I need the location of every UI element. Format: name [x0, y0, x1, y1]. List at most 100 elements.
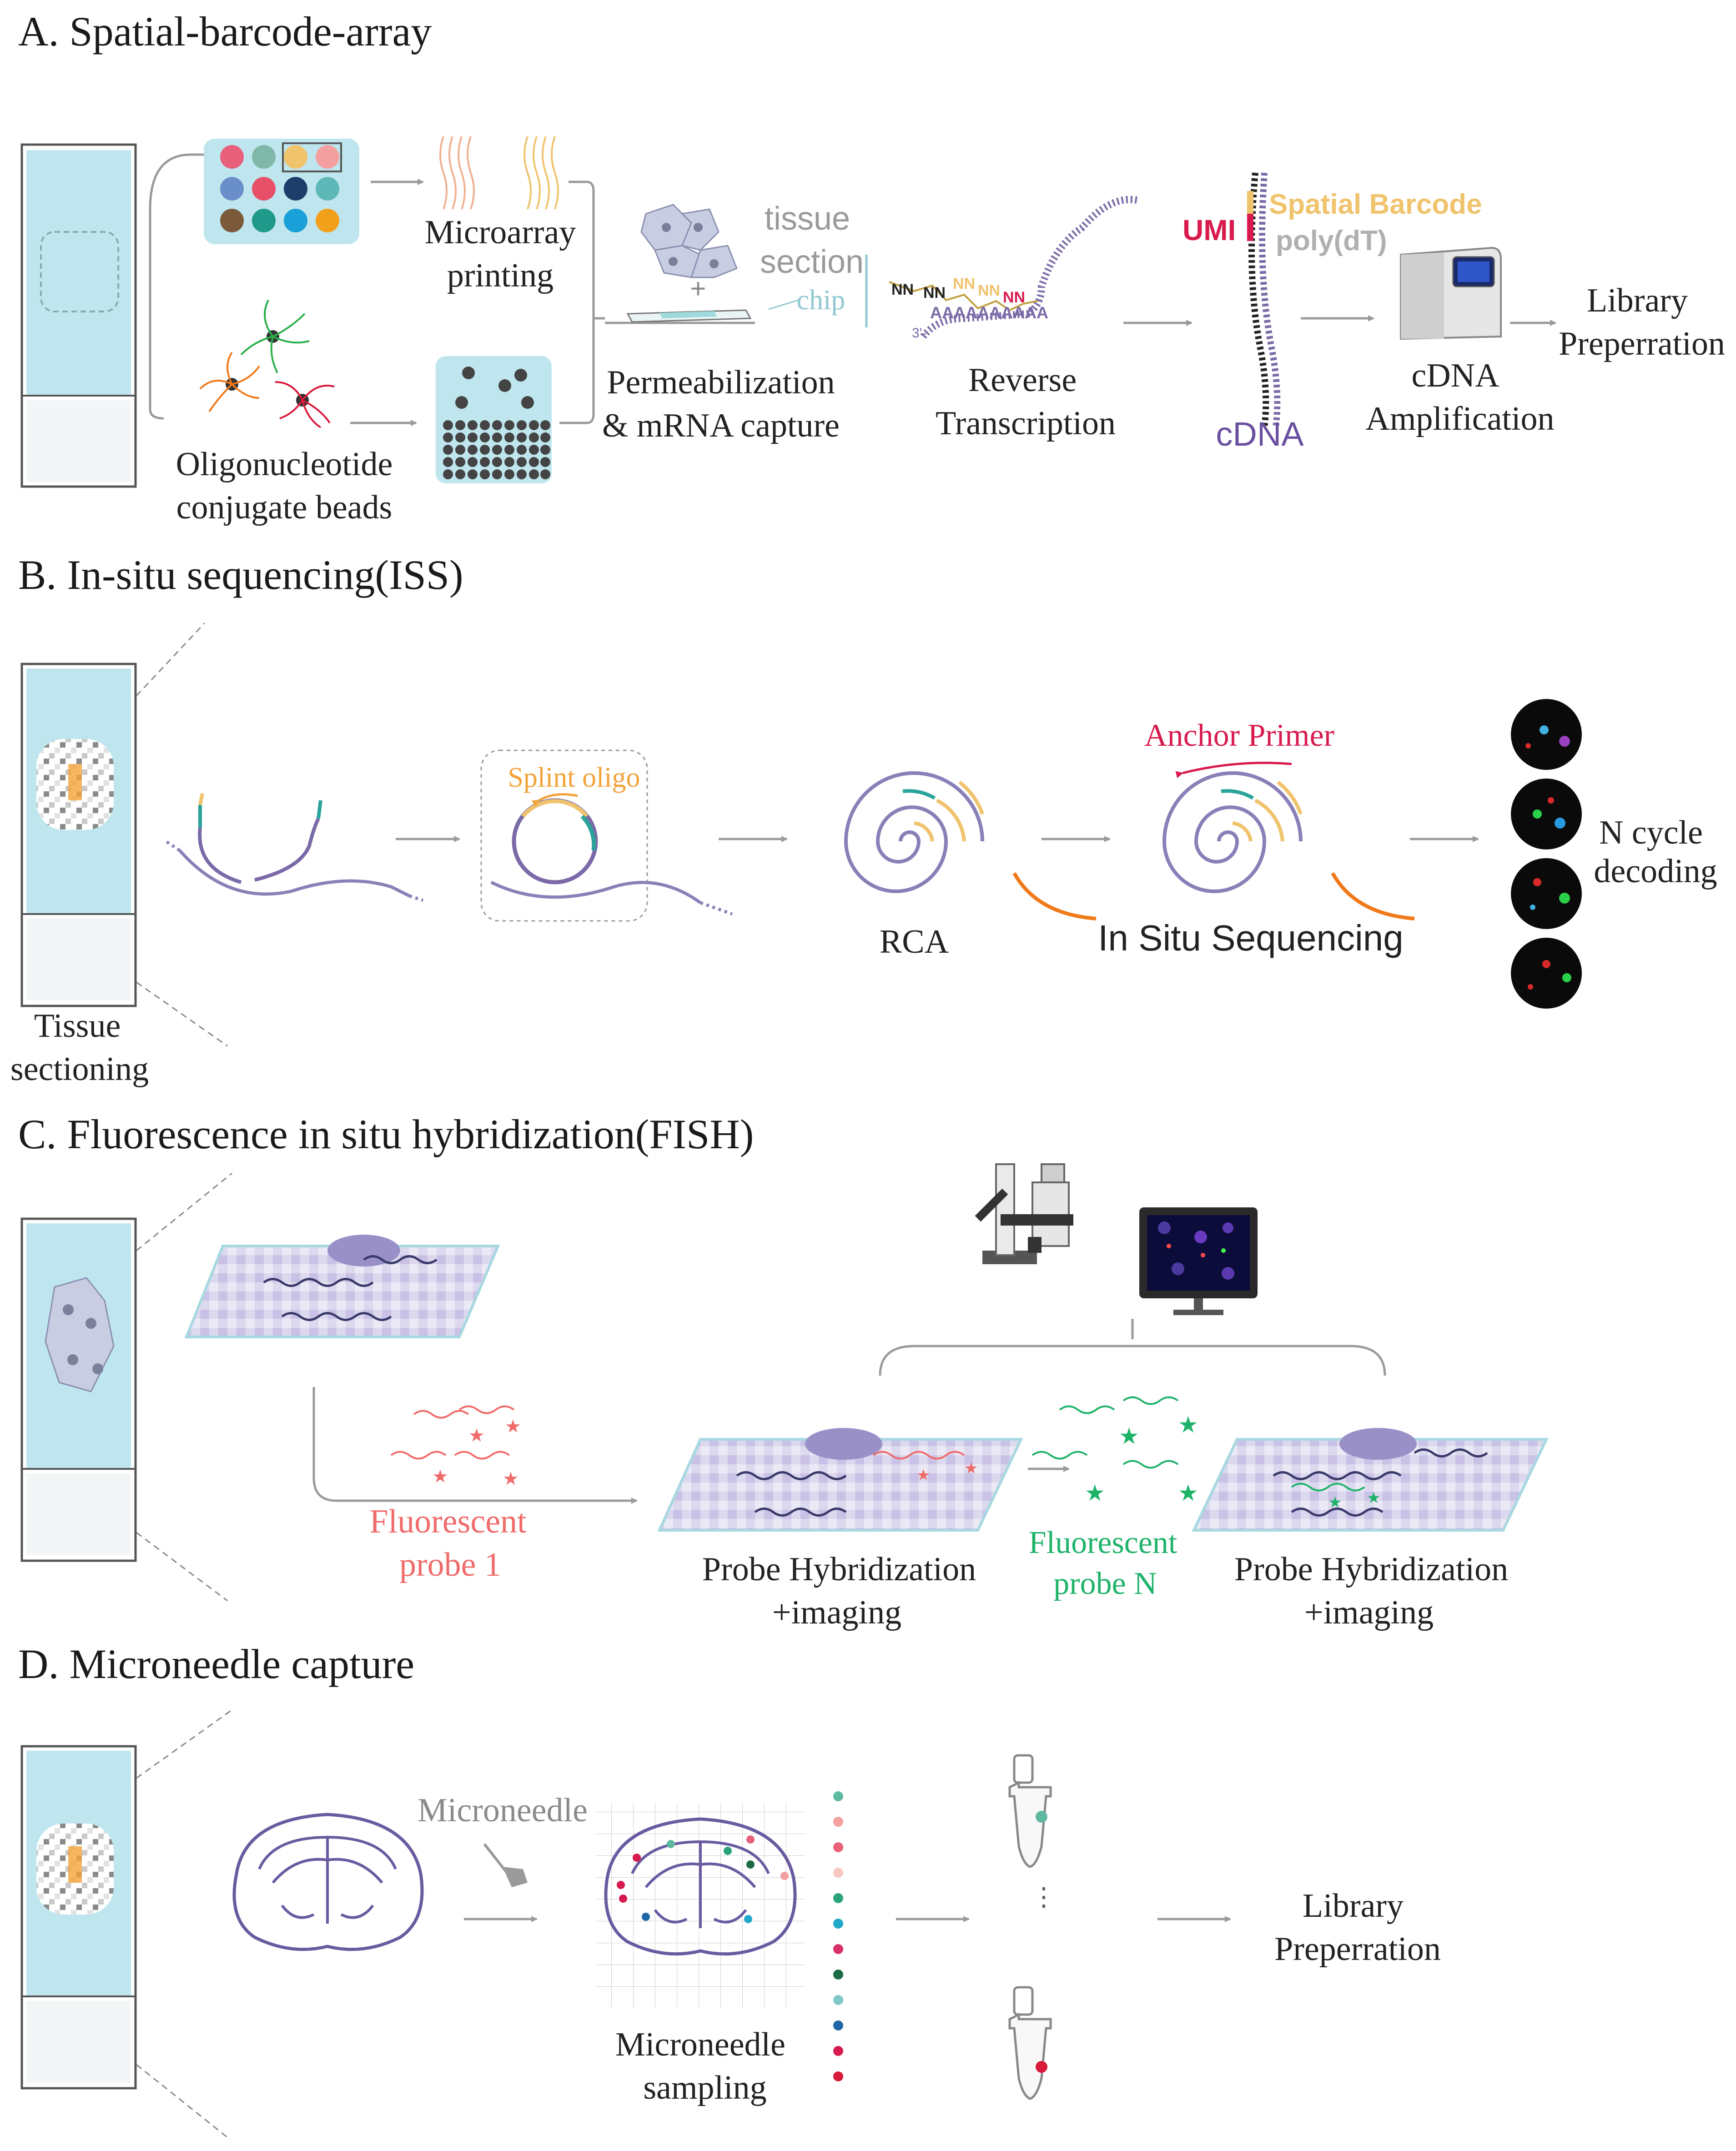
svg-text:★: ★ [1178, 1480, 1198, 1506]
glass-slide-icon-c [20, 1217, 137, 1562]
permeabilization-label-1: Permeabilization [607, 364, 835, 401]
barcode-dot [833, 1995, 843, 2005]
anchor-primer-label: Anchor Primer [1144, 718, 1334, 753]
glass-slide-icon [20, 143, 137, 488]
pcr-machine-icon [1400, 246, 1502, 340]
section-d-title: D. Microneedle capture [18, 1641, 414, 1687]
tissue-sectioning-label-2: sectioning [10, 1050, 149, 1088]
barcode-dot [833, 2020, 843, 2030]
svg-text:★: ★ [1367, 1489, 1380, 1507]
svg-text:★: ★ [1178, 1412, 1198, 1437]
tissue-slab-2: ★ ★ [657, 1428, 1023, 1532]
library-label-a-2: Preperration [1559, 325, 1725, 362]
seq-nn-3: NN [953, 275, 975, 292]
monitor-icon [1139, 1207, 1258, 1315]
library-label-a-1: Library [1587, 282, 1688, 319]
barcode-dot [833, 1944, 843, 1954]
tube-icon [1008, 1986, 1052, 2100]
sampling-label-1: Microneedle [615, 2026, 785, 2063]
section-b-title: B. In-situ sequencing(ISS) [18, 552, 463, 598]
decoding-images [1511, 699, 1582, 1009]
microneedle-label: Microneedle [418, 1792, 588, 1829]
library-label-d-1: Library [1303, 1887, 1404, 1925]
oligo-label-1: Oligonucleotide [176, 446, 393, 483]
section-label: section [760, 244, 864, 280]
barcode-dot-column [833, 1791, 843, 2081]
glass-slide-icon-d [20, 1745, 137, 2090]
chip-icon [626, 309, 752, 323]
svg-text:★: ★ [1328, 1494, 1342, 1511]
barcode-dot [833, 2046, 843, 2056]
sampling-label-2: sampling [643, 2069, 766, 2106]
cdna-label: cDNA [1216, 415, 1304, 453]
microarray-label-2: printing [447, 257, 554, 294]
barcode-dot [833, 1842, 843, 1852]
cells-icon [640, 204, 738, 278]
insitu-sequencing-label: In Situ Sequencing [1098, 918, 1404, 958]
spatial-barcode-label: Spatial Barcode [1269, 189, 1482, 220]
seq-nn-5: NN [1003, 289, 1025, 306]
polydt-label: poly(dT) [1276, 225, 1387, 256]
tube-icon [1008, 1754, 1052, 1868]
ellipsis: ⋮ [1031, 1882, 1057, 1911]
rca-label: RCA [880, 923, 949, 960]
probe-hyb-1-label-2: +imaging [772, 1594, 901, 1631]
svg-text:★: ★ [916, 1467, 930, 1484]
decoding-label-2: decoding [1594, 853, 1717, 890]
barcode-dot [833, 1970, 843, 1980]
section-a-title: A. Spatial-barcode-array [18, 8, 432, 55]
amplification-label-2: Amplification [1365, 400, 1554, 437]
umi-label: UMI [1182, 214, 1236, 246]
rca-spiral [844, 771, 1097, 920]
bead-grid-icon [436, 356, 552, 483]
tissue-sectioning-label-1: Tissue [34, 1007, 121, 1045]
reverse-transcription-strand: NN NN NN NN NN AAAAAAAAAA 3'- [889, 196, 1138, 341]
barcode-dot [833, 1868, 843, 1878]
microarray-strands-icon [439, 136, 559, 210]
svg-text:★: ★ [1085, 1480, 1105, 1506]
probe-1-icons: ★ ★ ★ ★ [390, 1405, 521, 1489]
barcode-dot [833, 1791, 843, 1801]
probe-hyb-1-label-1: Probe Hybridization [702, 1551, 976, 1588]
probe-1-label-2: probe 1 [399, 1546, 501, 1583]
tissue-slab-1 [184, 1235, 500, 1338]
plus-sign: + [690, 273, 706, 304]
microarray-label-1: Microarray [425, 214, 576, 251]
seq-nn-2: NN [923, 284, 946, 302]
probe-hyb-2-label-1: Probe Hybridization [1234, 1551, 1508, 1588]
probe-n-label-2: probe N [1053, 1566, 1157, 1601]
tissue-slab-3: ★ ★ [1192, 1428, 1549, 1532]
svg-text:★: ★ [503, 1469, 519, 1489]
splint-label: Splint oligo [508, 762, 640, 793]
barcode-dot [833, 1893, 843, 1903]
reverse-label-2: Transcription [936, 405, 1116, 442]
svg-text:★: ★ [1119, 1423, 1139, 1449]
svg-text:★: ★ [432, 1467, 448, 1487]
barcode-dot [833, 1817, 843, 1827]
seq-polya: AAAAAAAAAA [930, 303, 1048, 322]
probe-hyb-2-label-2: +imaging [1304, 1594, 1434, 1631]
amplification-label-1: cDNA [1411, 357, 1499, 394]
tissue-label: tissue [765, 201, 850, 237]
chip-label: chip [797, 285, 845, 316]
barcode-dot [833, 1919, 843, 1929]
bead-array-icon [204, 139, 359, 244]
svg-text:★: ★ [468, 1426, 485, 1446]
reverse-label-1: Reverse [968, 362, 1077, 399]
section-c-title: C. Fluorescence in situ hybridization(FI… [18, 1111, 754, 1157]
permeabilization-label-2: & mRNA capture [602, 407, 840, 444]
cdna-strand-icon [1247, 172, 1281, 428]
barcode-dot [833, 2071, 843, 2081]
probe-1-label-1: Fluorescent [369, 1503, 527, 1540]
seq-nn-1: NN [891, 281, 914, 298]
probe-n-label-1: Fluorescent [1029, 1525, 1177, 1560]
svg-text:★: ★ [505, 1417, 521, 1437]
probe-n-icons: ★ ★ ★ ★ [1032, 1396, 1198, 1506]
seq-nn-4: NN [978, 282, 1000, 299]
splint-circle [480, 749, 733, 922]
oligo-bead-icon [199, 300, 335, 428]
library-label-d-2: Preperration [1274, 1930, 1441, 1968]
glass-slide-icon-b [20, 663, 137, 1007]
microneedle-icon [483, 1843, 528, 1887]
